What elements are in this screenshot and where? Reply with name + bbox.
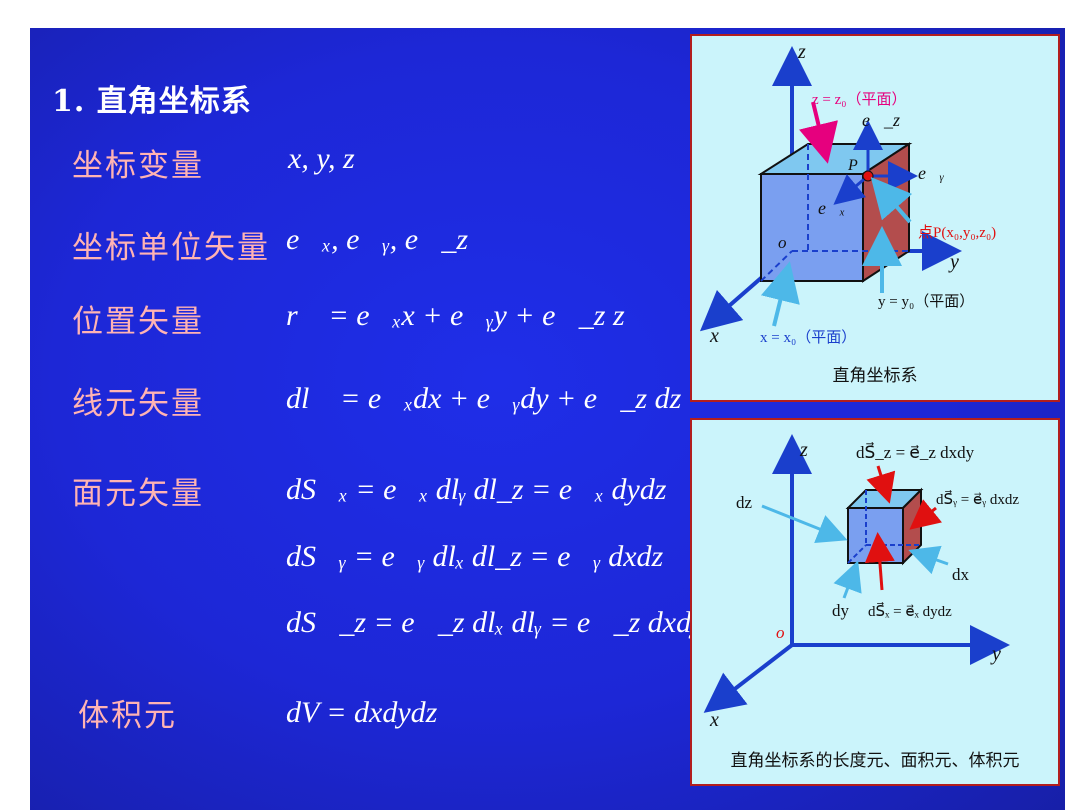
position-label: 位置矢量 xyxy=(72,304,204,340)
surface-element-formula-y: dS⃗ᵧ = e⃗ᵧ dlₓ dl_z = e⃗ᵧ dxdz xyxy=(286,540,664,573)
section-number: 1. xyxy=(52,84,86,119)
fig2-axis-z-label: z xyxy=(799,439,808,461)
fig1-ey-label: e⃗ᵧ xyxy=(918,163,944,183)
fig2-origin-label: o xyxy=(776,623,785,642)
fig1-plane-y-label: y = y₀（平面） xyxy=(878,293,974,310)
fig1-ex-label: e⃗ₓ xyxy=(818,198,845,218)
fig2-dsx-label: dS⃗ₓ = e⃗ₓ dydz xyxy=(868,601,952,620)
fig2-dz-label: dz xyxy=(736,493,753,512)
figure-elements: z y x o dS⃗_z = e⃗_z dxdy dS⃗ᵧ = e⃗ᵧ dxd… xyxy=(690,418,1060,786)
line-element-formula: dl⃗ = e⃗ₓdx + e⃗ᵧdy + e⃗_z dz xyxy=(286,382,682,415)
volume-element-label: 体积元 xyxy=(78,698,177,734)
fig2-dsz-label: dS⃗_z = e⃗_z dxdy xyxy=(856,442,975,462)
fig1-axis-y-label: y xyxy=(948,251,959,273)
fig2-dy-label: dy xyxy=(832,601,850,620)
unit-vectors-formula: e⃗ₓ, e⃗ᵧ, e⃗_z xyxy=(286,223,469,256)
fig2-dx-label: dx xyxy=(952,565,970,584)
surface-element-formula-x: dS⃗ₓ = e⃗ₓ dlᵧ dl_z = e⃗ₓ dydz xyxy=(286,473,667,506)
fig1-axis-x-label: x xyxy=(709,325,719,347)
coord-vars-label: 坐标变量 xyxy=(72,148,204,184)
fig1-plane-x-label: x = x₀（平面） xyxy=(760,329,856,346)
unit-vectors-label: 坐标单位矢量 xyxy=(72,230,270,266)
fig1-point-text: 点P(x₀,y₀,z₀) xyxy=(918,224,996,241)
fig2-x-axis xyxy=(703,643,794,713)
fig2-dsy-label: dS⃗ᵧ = e⃗ᵧ dxdz xyxy=(936,489,1019,508)
volume-element-formula: dV = dxdydz xyxy=(286,696,438,729)
coord-vars-formula: x, y, z xyxy=(288,142,355,175)
figure-cartesian-system: z y x o P e⃗_z e⃗ᵧ e⃗ₓ z = z₀（平面） 点P(x₀,… xyxy=(690,34,1060,402)
fig1-plane-z-label: z = z₀（平面） xyxy=(812,91,907,108)
fig1-caption: 直角坐标系 xyxy=(833,366,918,385)
position-formula: r⃗ = e⃗ₓx + e⃗ᵧy + e⃗_z z xyxy=(286,299,625,332)
section-title: 直角坐标系 xyxy=(96,84,252,119)
fig2-axis-y-label: y xyxy=(990,643,1001,665)
fig1-axis-z-label: z xyxy=(797,41,806,63)
fig1-origin-label: o xyxy=(778,233,787,252)
surface-element-label: 面元矢量 xyxy=(72,476,204,512)
fig1-point-label: P xyxy=(847,157,858,174)
fig2-caption: 直角坐标系的长度元、面积元、体积元 xyxy=(731,751,1020,770)
section-heading: 1. 直角坐标系 xyxy=(52,76,252,120)
line-element-label: 线元矢量 xyxy=(72,386,204,422)
point-p-marker xyxy=(862,170,874,182)
fig2-axis-x-label: x xyxy=(709,709,719,731)
surface-element-formula-z: dS⃗_z = e⃗_z dlₓ dlᵧ = e⃗_z dxdy xyxy=(286,606,705,639)
fig1-ez-label: e⃗_z xyxy=(862,110,900,130)
